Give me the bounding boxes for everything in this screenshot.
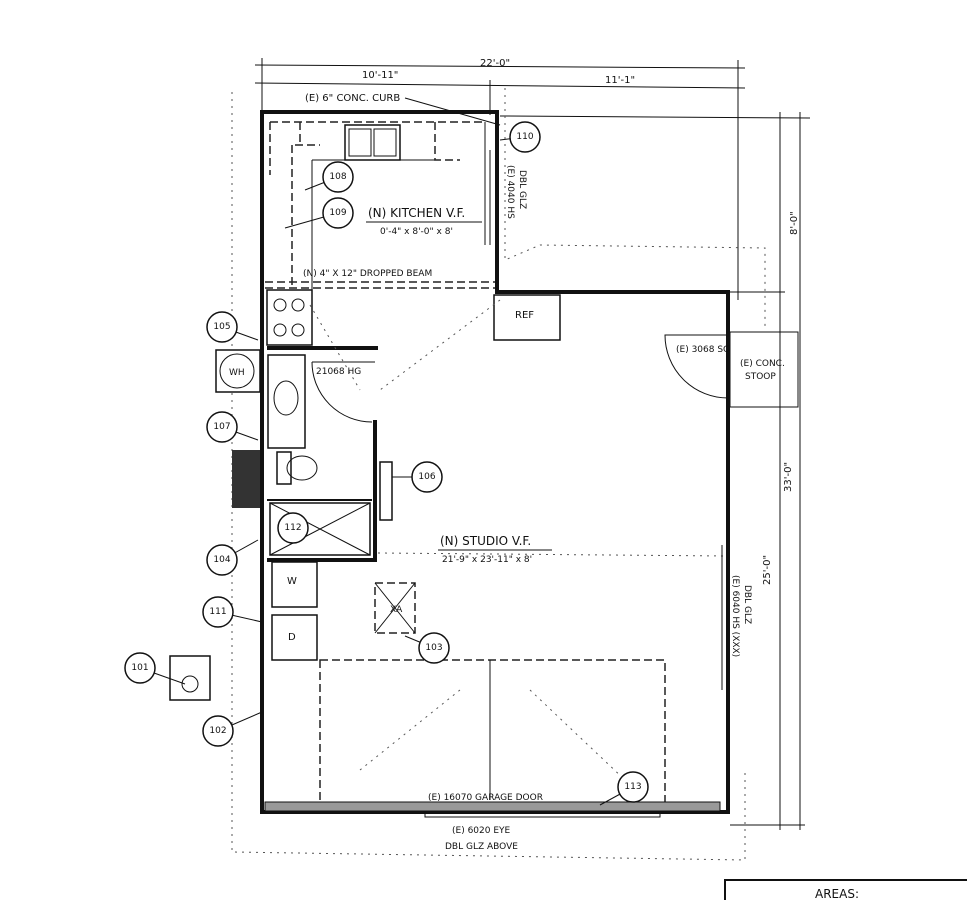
washer-label: W [287,576,297,587]
eye-window-label-2: DBL GLZ ABOVE [445,842,518,852]
refrigerator [493,294,561,341]
studio-title: (N) STUDIO V.F. [440,534,531,548]
keynote-tag-106: 106 [392,461,443,493]
keynote-tag-101: 101 [124,652,186,685]
bath-door-label: 21068 HG [316,367,361,377]
dryer-label: D [288,632,296,643]
keynote-tag-110: 110 [499,121,541,153]
exterior-vent [232,450,260,508]
keynote-tag-label: 101 [131,663,148,673]
ref-label: REF [515,310,534,321]
keynote-tag-label: 113 [624,782,641,792]
keynote-tag-label: 104 [213,555,230,565]
garage-door-swing [319,659,666,806]
toilet-tank [276,451,292,485]
keynote-tag-label: 111 [209,607,226,617]
keynote-tag-label: 108 [329,172,346,182]
keynote-tag-108: 108 [304,161,354,193]
keynote-tag-111: 111 [202,596,263,628]
range [266,289,313,346]
bath-door [311,361,375,423]
keynote-tag-label: 103 [425,643,442,653]
studio-window-label-2: DBL GLZ [742,585,752,624]
conc-stoop [729,331,799,408]
sink [344,124,401,161]
keynote-tag-109: 109 [284,197,354,229]
wh-label: WH [229,368,245,378]
keynote-tag-label: 112 [284,523,301,533]
exterior-walls [260,110,730,814]
kitchen-window-label: (E) 4040 HS [505,165,515,219]
eye-window-label: (E) 6020 EYE [452,826,511,836]
stoop-label-2: STOOP [745,372,776,382]
keynote-tag-113: 113 [599,771,649,806]
keynote-tag-105: 105 [206,311,259,343]
washer [271,561,318,608]
keynote-tag-label: 106 [418,472,435,482]
vanity [267,354,306,449]
eye-window [424,810,661,818]
keynote-tag-label: 110 [516,132,533,142]
keynote-tag-112: 112 [277,512,309,544]
stoop-label: (E) CONC. [740,359,785,369]
entry-door-label: (E) 3068 SG [676,345,730,355]
fixture-xa-label: XA [390,605,403,615]
toilet [286,455,318,481]
keynote-tag-103: 103 [404,632,450,664]
dim-left-width: 10'-11" [362,70,398,81]
dryer [271,614,318,661]
keynote-tag-104: 104 [206,539,259,576]
keynote-tag-label: 109 [329,208,346,218]
dim-overall-depth: 33'-0" [783,462,794,492]
entry-door [664,334,729,399]
areas-label: AREAS: [815,887,859,900]
areas-box [724,879,967,900]
keynote-tag-label: 105 [213,322,230,332]
bath-walls [267,346,378,562]
keynote-tag-107: 107 [206,411,259,443]
kitchen-size: 0'-4" x 8'-0" x 8' [380,227,453,237]
exterior-fixture [169,655,211,701]
kitchen-title: (N) KITCHEN V.F. [368,206,465,220]
dim-right-top: 8'-0" [789,211,800,235]
sink-basin [373,128,397,157]
beam-label: (N) 4" X 12" DROPPED BEAM [303,269,432,279]
sink-basin [348,128,372,157]
garage-door-label: (E) 16070 GARAGE DOOR [428,793,543,803]
dim-overall-width: 22'-0" [480,58,510,69]
dropped-beam [265,281,495,289]
studio-size: 21'-9" x 23'-11" x 8' [442,555,532,565]
water-heater [215,349,261,393]
keynote-tag-label: 102 [209,726,226,736]
fixture-xa [374,582,416,634]
studio-window-label: (E) 6040 HS (XXX) [730,575,740,657]
upper-cabinets [269,121,485,285]
dim-right-width: 11'-1" [605,75,635,86]
curb-label: (E) 6" CONC. CURB [305,93,400,104]
keynote-tag-label: 107 [213,422,230,432]
electrical-panel [379,461,393,521]
keynote-tags: 110 108 109 105 107 106 112 104 111 103 101 102 113 [124,121,649,806]
keynote-tag-102: 102 [202,711,263,747]
dim-right-lower: 25'-0" [762,555,773,585]
lavatory [273,380,299,416]
garage-door [264,801,721,812]
dimension-lines [254,58,811,830]
kitchen-window-label-2: DBL GLZ [517,170,527,209]
